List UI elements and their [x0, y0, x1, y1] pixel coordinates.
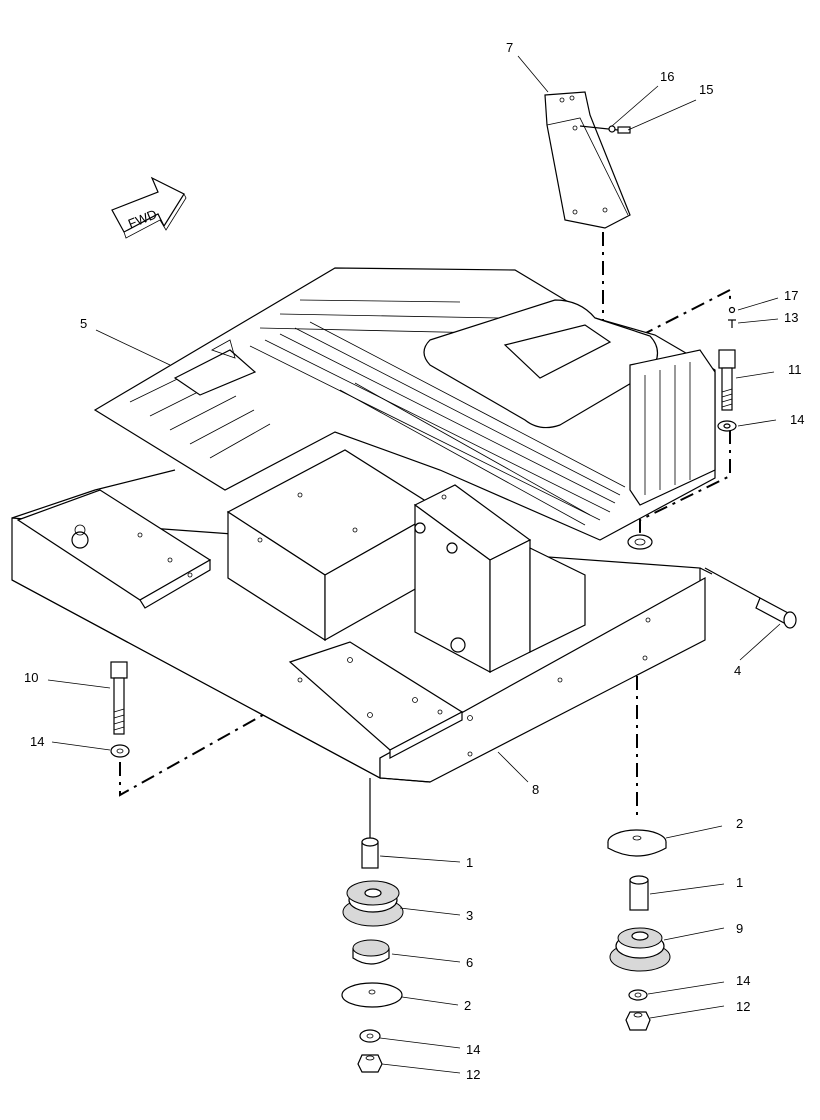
forward-arrow-icon: FWD [111, 176, 187, 239]
grommet [627, 534, 653, 550]
callout-15: 15 [699, 82, 713, 97]
callout-7: 7 [506, 40, 513, 55]
left-mount-stack [341, 837, 404, 1073]
callout-12: 12 [736, 999, 750, 1014]
callout-14: 14 [466, 1042, 480, 1057]
callout-4: 4 [734, 663, 741, 678]
callout-6: 6 [466, 955, 473, 970]
screw-and-nut [579, 125, 631, 134]
callout-2: 2 [464, 998, 471, 1013]
battery-box [413, 484, 586, 673]
callout-14: 14 [30, 734, 44, 749]
pin [704, 567, 797, 629]
callout-8: 8 [532, 782, 539, 797]
small-fasteners [728, 306, 736, 328]
callout-11: 11 [788, 362, 802, 377]
callout-17: 17 [784, 288, 798, 303]
callout-1: 1 [736, 875, 743, 890]
callout-14: 14 [790, 412, 804, 427]
front-mount-plate [288, 641, 464, 759]
assembly-line [639, 430, 731, 545]
assembly-line [639, 288, 731, 337]
left-mount-plate [16, 489, 212, 609]
callout-16: 16 [660, 69, 674, 84]
callout-2: 2 [736, 816, 743, 831]
upright-bracket [544, 91, 631, 229]
washer-left [110, 744, 130, 758]
callout-10: 10 [24, 670, 38, 685]
callout-14: 14 [736, 973, 750, 988]
leader-lines [47, 55, 781, 1074]
callout-5: 5 [80, 316, 87, 331]
tunnel-cover [226, 449, 442, 642]
console-housing [423, 299, 716, 506]
callout-13: 13 [784, 310, 798, 325]
callout-9: 9 [736, 921, 743, 936]
callout-1: 1 [466, 855, 473, 870]
bolt-upper [718, 349, 736, 411]
bolt-left [110, 661, 128, 735]
callout-3: 3 [466, 908, 473, 923]
right-mount-stack [607, 829, 671, 1031]
callout-12: 12 [466, 1067, 480, 1082]
